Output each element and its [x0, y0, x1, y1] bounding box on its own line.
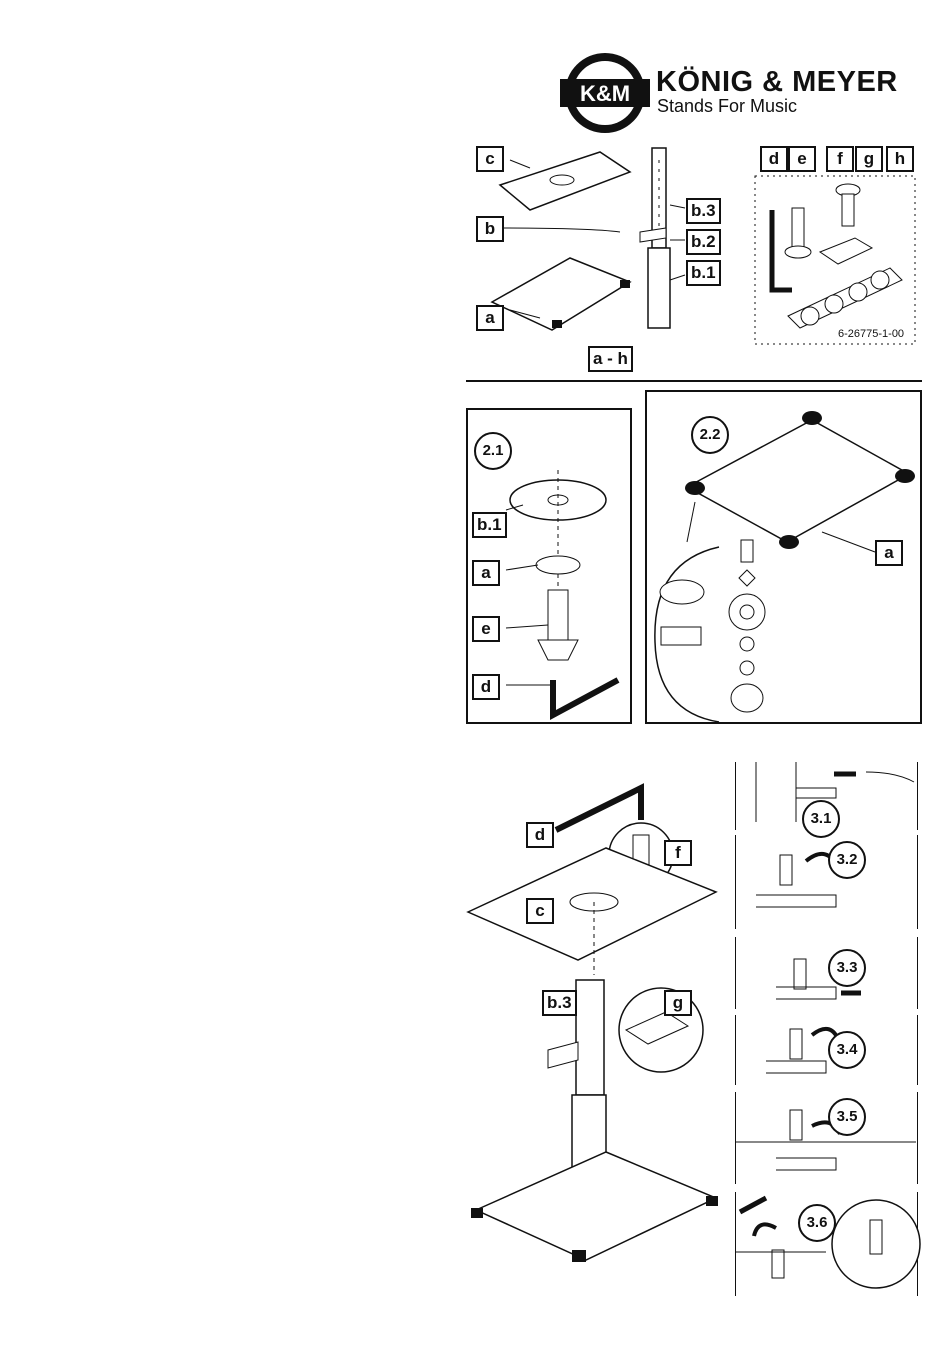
label-part-e: e [788, 146, 816, 172]
step-badge-3-1: 3.1 [802, 800, 840, 838]
logo-text: K&M [580, 81, 630, 106]
panel-step-2-1: 2.1 b.1 a e d [466, 408, 632, 724]
secure-plate-drawing [736, 1092, 916, 1184]
label-parts-range: a - h [588, 346, 633, 372]
label-part-f: f [826, 146, 854, 172]
tighten-screw-drawing [736, 1015, 916, 1085]
panel-step-3-6: 3.6 [735, 1192, 918, 1296]
insert-screw-drawing [736, 835, 916, 929]
label-3-c: c [526, 898, 554, 924]
brand-name: KÖNIG & MEYER [656, 66, 898, 99]
step-badge-3-6: 3.6 [798, 1204, 836, 1242]
label-2-1-b1: b.1 [472, 512, 507, 538]
label-part-h: h [886, 146, 914, 172]
step-badge-2-2: 2.2 [691, 416, 729, 454]
position-nut-drawing [736, 937, 916, 1009]
step-badge-2-1: 2.1 [474, 432, 512, 470]
label-part-d: d [760, 146, 788, 172]
label-2-1-d: d [472, 674, 500, 700]
panel-step-3-5: 3.5 [735, 1092, 918, 1184]
panel-step-3-3: 3.3 [735, 937, 918, 1009]
panel-step-3-4: 3.4 [735, 1015, 918, 1085]
label-part-g: g [855, 146, 883, 172]
panel-step-3-1: 3.1 [735, 762, 918, 830]
brand-tagline: Stands For Music [657, 96, 797, 117]
label-3-f: f [664, 840, 692, 866]
step-badge-3-3: 3.3 [828, 949, 866, 987]
label-2-2-a: a [875, 540, 903, 566]
label-2-1-a: a [472, 560, 500, 586]
label-part-c: c [476, 146, 504, 172]
panel-step-2-2: 2.2 a [645, 390, 922, 724]
section-divider [466, 380, 922, 382]
step-badge-3-4: 3.4 [828, 1031, 866, 1069]
label-3-b3: b.3 [542, 990, 577, 1016]
part-number: 6-26775-1-00 [838, 328, 904, 340]
km-logo-icon: K&M [560, 48, 650, 138]
label-2-1-e: e [472, 616, 500, 642]
label-part-b2: b.2 [686, 229, 721, 255]
panel-step-3-2: 3.2 [735, 835, 918, 929]
step-badge-3-2: 3.2 [828, 841, 866, 879]
label-part-b3: b.3 [686, 198, 721, 224]
step-badge-3-5: 3.5 [828, 1098, 866, 1136]
label-3-d: d [526, 822, 554, 848]
label-part-b: b [476, 216, 504, 242]
label-part-a: a [476, 305, 504, 331]
label-3-g: g [664, 990, 692, 1016]
label-part-b1: b.1 [686, 260, 721, 286]
